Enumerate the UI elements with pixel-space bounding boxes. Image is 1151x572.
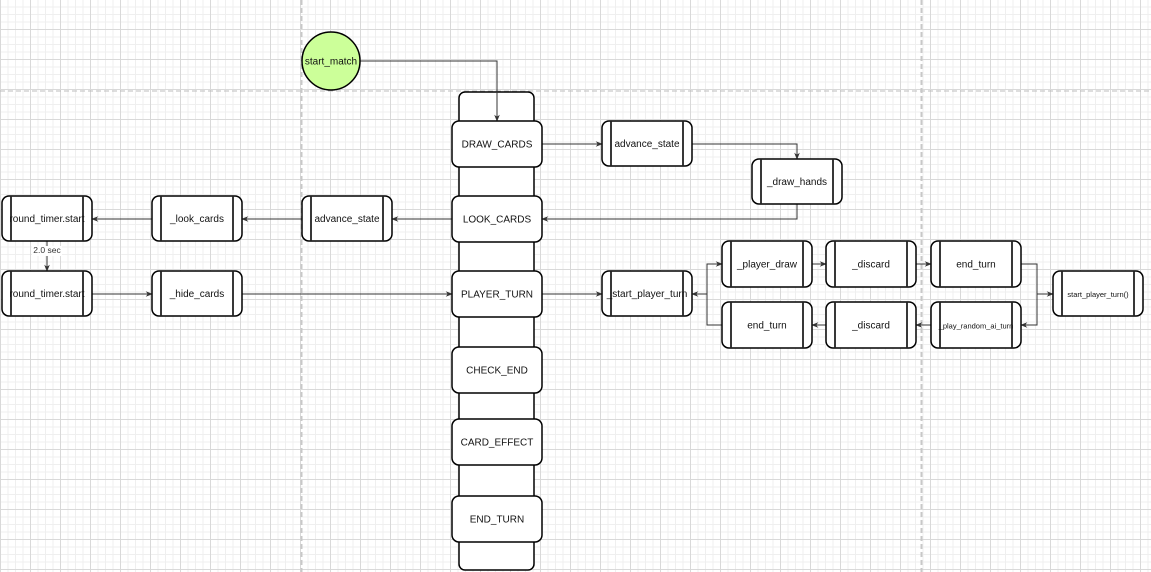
process-node-label: start_player_turn()	[1067, 290, 1129, 299]
process-node-label: _draw_hands	[766, 177, 827, 188]
edge-start-player-turn-fn-to-player-draw[interactable]	[706, 261, 723, 294]
process-node-draw-hands[interactable]: _draw_hands	[751, 158, 843, 205]
process-node-label: _start_player_turn	[606, 289, 688, 300]
edge-advance-state-right-to-draw-hands[interactable]	[692, 143, 800, 160]
process-node-box	[1, 195, 93, 242]
process-node-box	[1052, 270, 1144, 317]
edge-end-turn-bottom-to-start-player-turn-fn[interactable]	[691, 291, 722, 326]
state-node-label: END_TURN	[470, 515, 524, 526]
process-node-label: _player_draw	[736, 260, 798, 271]
process-node-box	[721, 240, 813, 288]
state-node-check-end[interactable]: CHECK_END	[451, 346, 543, 394]
state-node-box	[451, 418, 543, 466]
process-node-start-player-turn-call[interactable]: start_player_turn()	[1052, 270, 1144, 317]
process-node-label: advance_state	[614, 139, 679, 150]
process-node-end-turn-top[interactable]: end_turn	[930, 240, 1022, 288]
edge-end-turn-top-to-start-player-turn-call[interactable]	[1021, 263, 1054, 297]
process-node-label: end_turn	[956, 260, 995, 271]
edge-draw-hands-to-look-cards[interactable]	[541, 204, 798, 222]
edge-end-turn-top-to-play-random-ai-turn[interactable]	[1020, 294, 1038, 328]
process-node-discard-top[interactable]: _discard	[825, 240, 917, 288]
process-node-start-player-turn-fn[interactable]: _start_player_turn	[601, 270, 693, 317]
process-node-box	[751, 158, 843, 205]
process-node-advance-state-left[interactable]: advance_state	[301, 195, 393, 242]
process-node-label: advance_state	[314, 214, 379, 225]
process-node-box	[601, 270, 693, 317]
process-node-label: round_timer.start	[9, 289, 84, 300]
start-node-start-match[interactable]: start_match	[301, 31, 361, 91]
process-node-label: _look_cards	[169, 214, 224, 225]
state-node-label: LOOK_CARDS	[463, 215, 532, 226]
state-node-label: CHECK_END	[466, 366, 528, 377]
process-node-label: _discard	[851, 260, 890, 271]
process-node-box	[301, 195, 393, 242]
process-node-discard-bottom[interactable]: _discard	[825, 301, 917, 349]
state-node-end-turn-state[interactable]: END_TURN	[451, 495, 543, 543]
process-node-label: round_timer.start	[9, 214, 84, 225]
state-node-box	[451, 495, 543, 543]
process-node-label: _discard	[851, 321, 890, 332]
process-node-advance-state-right[interactable]: advance_state	[601, 120, 693, 167]
process-node-play-random-ai-turn[interactable]: _play_random_ai_turn	[930, 301, 1022, 349]
process-node-label: end_turn	[747, 321, 786, 332]
process-node-box	[825, 240, 917, 288]
process-node-box	[601, 120, 693, 167]
edge-start-match-to-draw-cards[interactable]	[360, 60, 500, 122]
process-node-look-cards-fn[interactable]: _look_cards	[151, 195, 243, 242]
state-node-look-cards[interactable]: LOOK_CARDS	[451, 195, 543, 243]
process-node-box	[1, 270, 93, 317]
state-node-box	[451, 346, 543, 394]
process-node-round-timer-2[interactable]: round_timer.start	[1, 270, 93, 317]
state-node-label: CARD_EFFECT	[461, 438, 534, 449]
state-node-card-effect[interactable]: CARD_EFFECT	[451, 418, 543, 466]
process-node-hide-cards[interactable]: _hide_cards	[151, 270, 243, 317]
state-node-box	[451, 120, 543, 168]
state-node-box	[451, 195, 543, 243]
process-node-box	[930, 240, 1022, 288]
edges: 2.0 sec	[32, 60, 1054, 328]
process-node-box	[825, 301, 917, 349]
process-node-label: _hide_cards	[169, 289, 224, 300]
process-node-round-timer-1[interactable]: round_timer.start	[1, 195, 93, 242]
process-node-box	[151, 195, 243, 242]
process-node-box	[151, 270, 243, 317]
process-node-player-draw[interactable]: _player_draw	[721, 240, 813, 288]
start-node-circle	[301, 31, 361, 91]
edge-label-bg	[32, 246, 62, 256]
edge-label: 2.0 sec	[33, 245, 61, 255]
state-node-label: DRAW_CARDS	[462, 140, 533, 151]
start-node-label: start_match	[305, 57, 357, 68]
state-node-draw-cards[interactable]: DRAW_CARDS	[451, 120, 543, 168]
process-node-box	[721, 301, 813, 349]
process-node-end-turn-bottom[interactable]: end_turn	[721, 301, 813, 349]
state-node-box	[451, 270, 543, 318]
state-node-label: PLAYER_TURN	[461, 290, 533, 301]
process-node-box	[930, 301, 1022, 349]
process-node-label: _play_random_ai_turn	[938, 322, 1014, 331]
state-node-player-turn[interactable]: PLAYER_TURN	[451, 270, 543, 318]
